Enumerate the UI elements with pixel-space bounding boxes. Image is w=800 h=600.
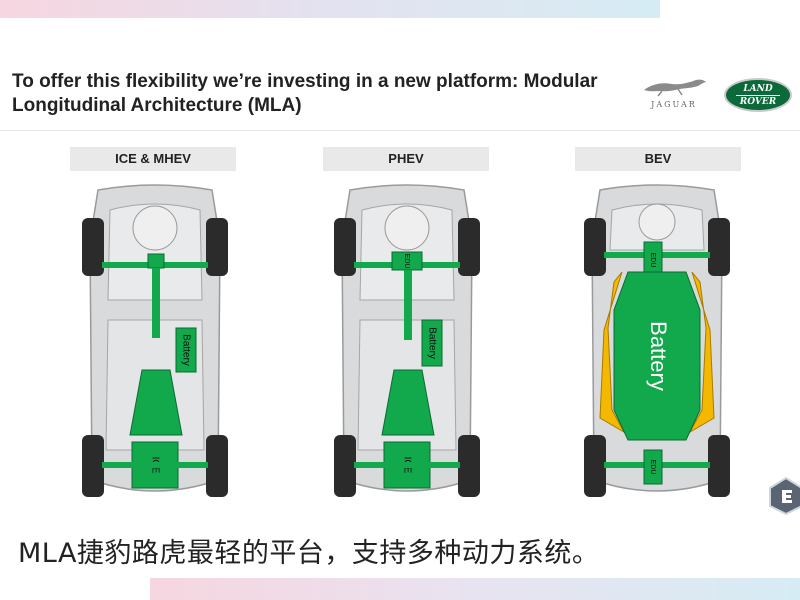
edu-rear-label: EDU <box>649 460 656 475</box>
jaguar-leaper-icon <box>644 79 706 97</box>
edu-front-label: EDU <box>649 253 656 268</box>
edu-label: EDU <box>403 254 410 269</box>
jaguar-logo: JAGUAR <box>636 76 712 112</box>
jaguar-wordmark: JAGUAR <box>651 100 697 109</box>
slide-title: To offer this flexibility we’re investin… <box>12 71 598 116</box>
land-rover-line2: ROVER <box>739 96 777 107</box>
land-rover-line1: LAND <box>743 83 773 94</box>
battery-label: Battery <box>180 334 191 366</box>
car-diagram-phev: EDU Battery ICE <box>332 180 482 520</box>
car-diagram-ice-mhev: Battery ICE <box>80 180 230 520</box>
land-rover-logo: LAND ROVER <box>724 78 792 112</box>
battery-label: Battery <box>426 327 437 359</box>
corner-badge-icon <box>769 476 800 516</box>
config-label-phev: PHEV <box>323 147 489 171</box>
caption-text: MLA捷豹路虎最轻的平台，支持多种动力系统。 <box>18 538 600 569</box>
battery-label: Battery <box>646 321 671 391</box>
title-divider <box>0 130 800 131</box>
config-label-bev: BEV <box>575 147 741 171</box>
bottom-gradient-bar <box>150 578 800 600</box>
config-label-ice-mhev: ICE & MHEV <box>70 147 236 171</box>
car-diagram-bev: EDU Battery EDU <box>582 180 732 520</box>
top-gradient-bar <box>0 0 660 18</box>
